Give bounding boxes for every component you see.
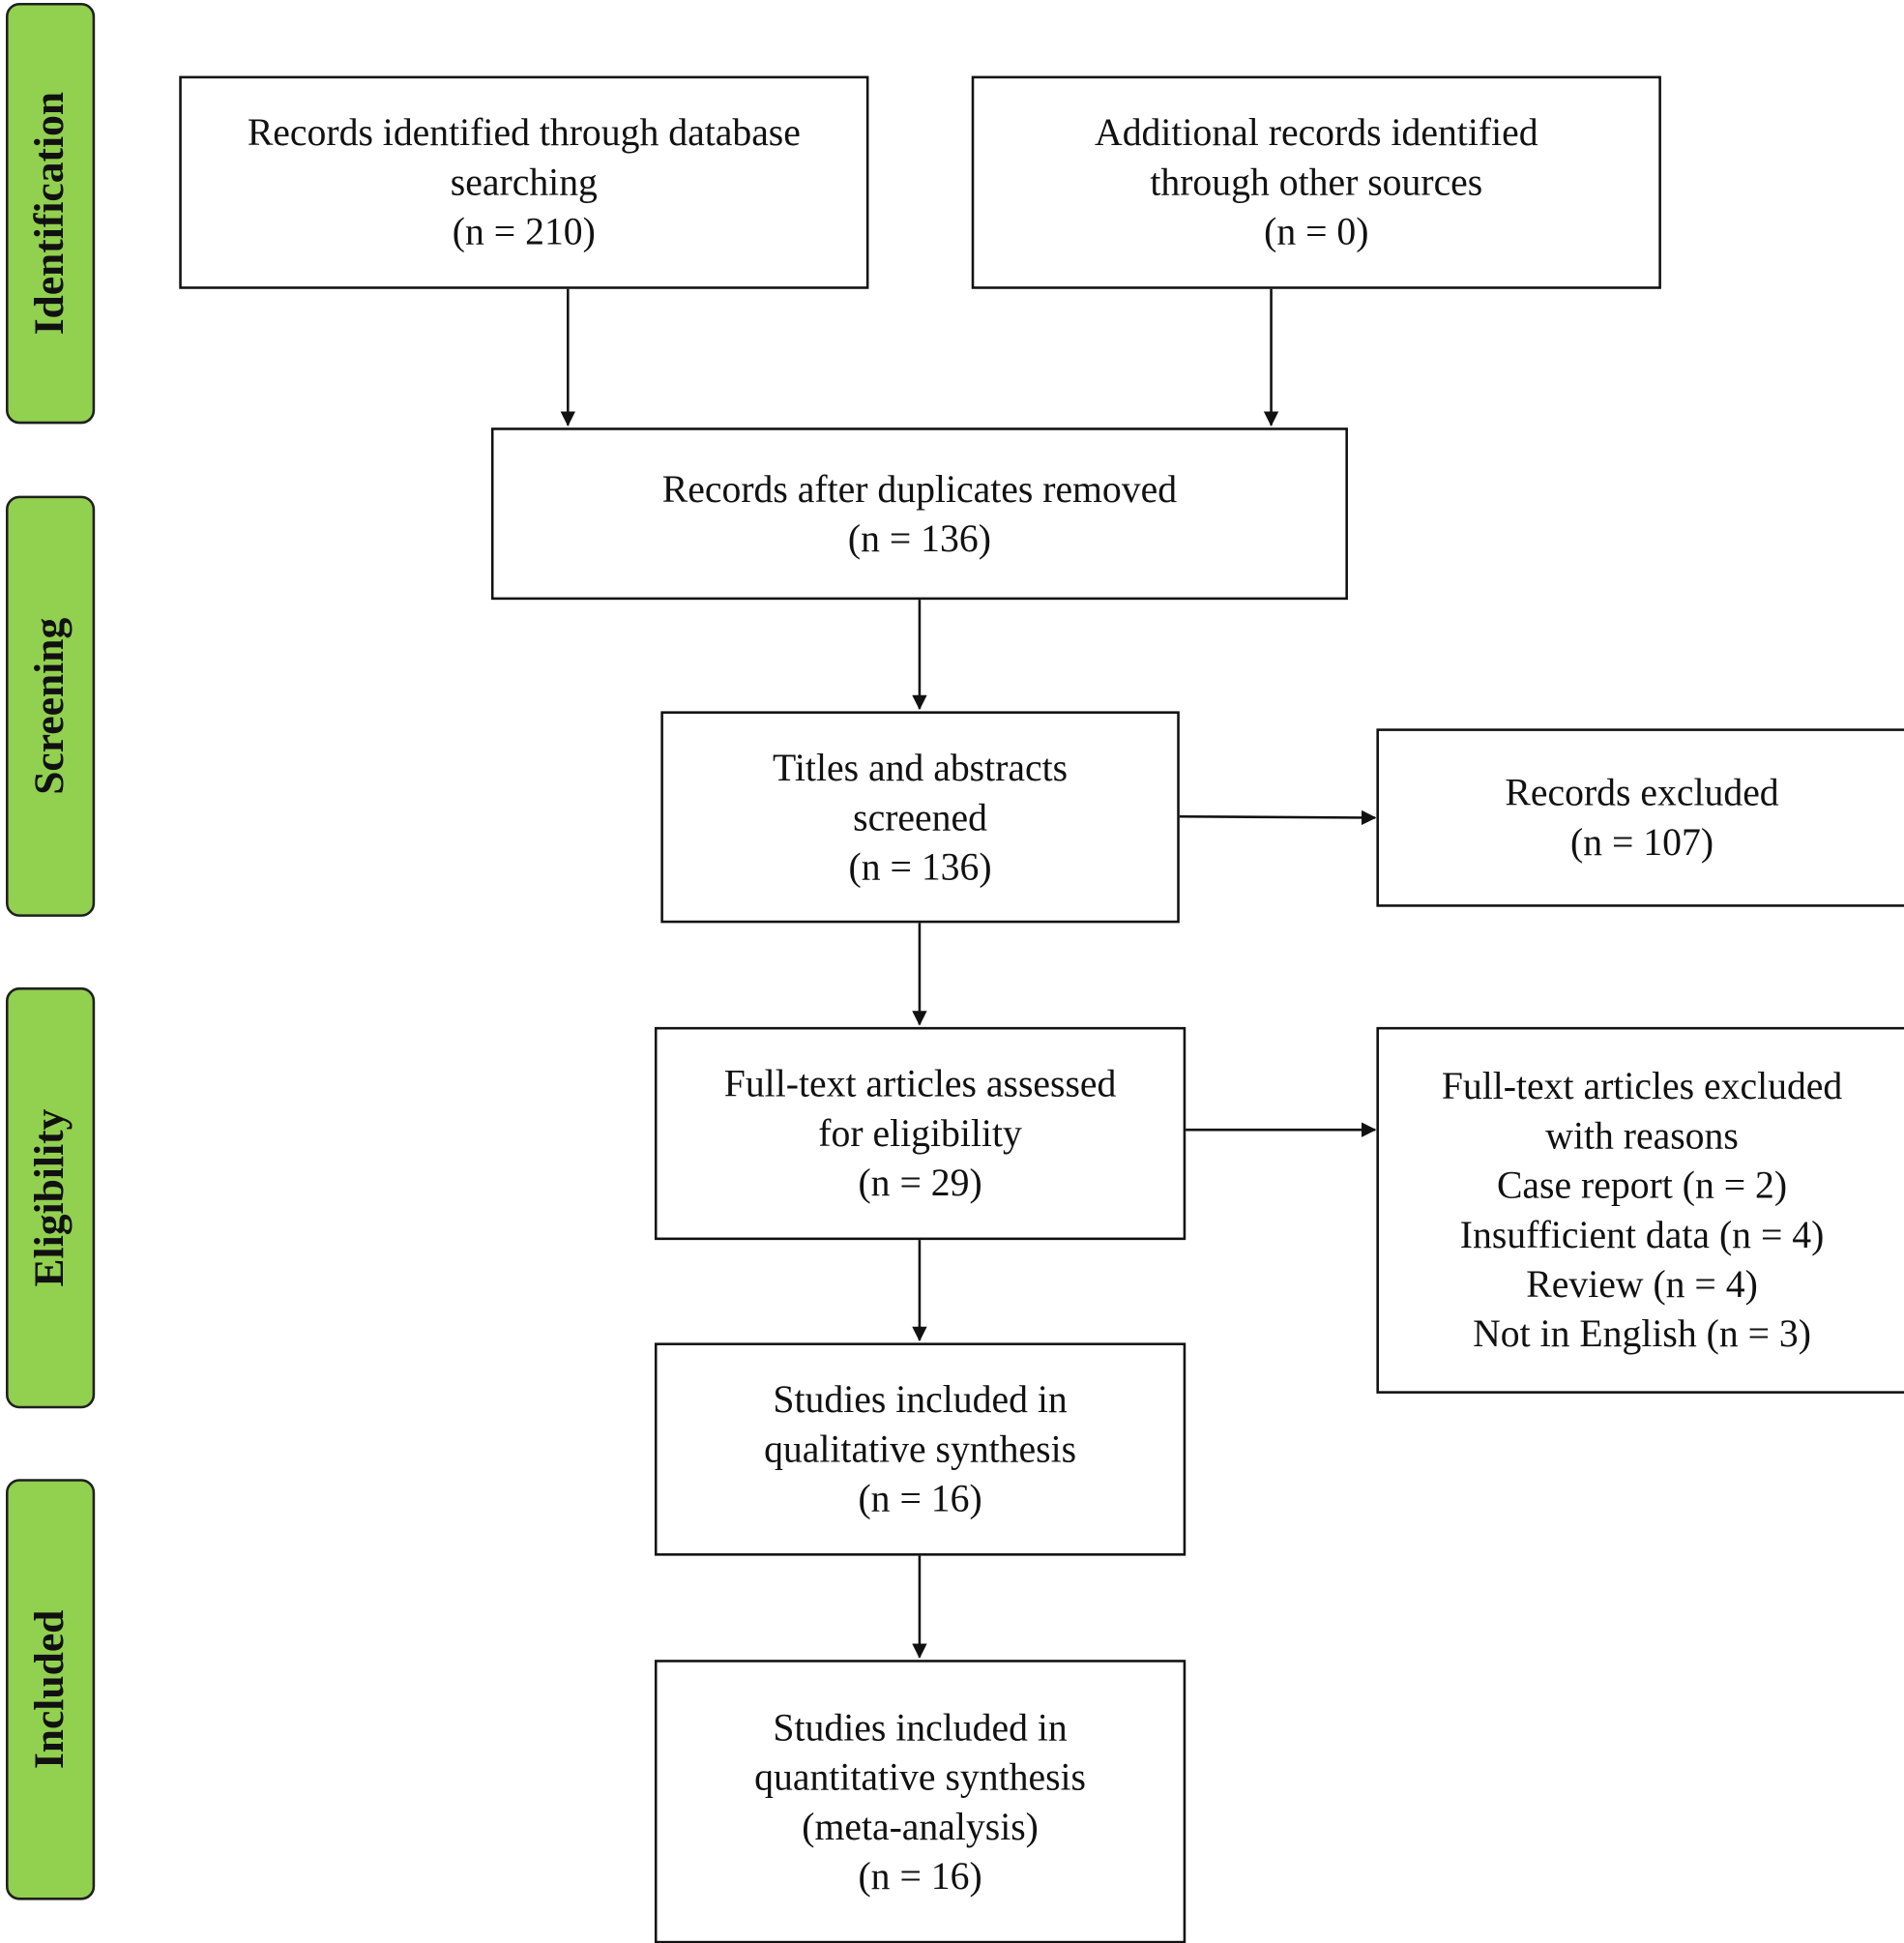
box-additional-records: Additional records identified through ot… xyxy=(971,75,1661,289)
box-line: qualitative synthesis xyxy=(764,1427,1077,1471)
box-records-excluded: Records excluded (n = 107) xyxy=(1376,728,1904,907)
box-line: Not in English (n = 3) xyxy=(1473,1311,1811,1356)
box-quantitative-synthesis: Studies included in quantitative synthes… xyxy=(654,1660,1186,1943)
box-line: Case report (n = 2) xyxy=(1496,1163,1788,1207)
box-line: quantitative synthesis xyxy=(754,1754,1087,1798)
box-line: Records after duplicates removed xyxy=(661,466,1178,511)
box-line: (n = 107) xyxy=(1570,820,1714,864)
box-database-records: Records identified through database sear… xyxy=(179,75,869,289)
phase-screening: Screening xyxy=(6,495,96,917)
box-line: (n = 29) xyxy=(858,1161,982,1204)
box-line: Records identified through database xyxy=(247,110,801,155)
box-line: (n = 136) xyxy=(847,515,991,560)
box-full-text-excluded: Full-text articles excluded with reasons… xyxy=(1376,1026,1904,1394)
box-titles-abstracts-screened: Titles and abstracts screened (n = 136) xyxy=(660,711,1180,924)
box-line: Studies included in xyxy=(773,1377,1068,1422)
arrow-screened-to-excluded xyxy=(1178,810,1377,826)
box-line: (n = 16) xyxy=(858,1853,982,1898)
box-line: through other sources xyxy=(1150,160,1483,204)
box-line: Additional records identified xyxy=(1095,110,1538,155)
box-line: (n = 136) xyxy=(848,844,992,888)
phase-included: Included xyxy=(6,1479,96,1900)
box-line: Full-text articles assessed xyxy=(723,1061,1117,1105)
box-line: Records excluded xyxy=(1505,770,1779,814)
box-line: Studies included in xyxy=(773,1704,1068,1749)
box-line: (n = 210) xyxy=(452,209,596,253)
box-full-text-assessed: Full-text articles assessed for eligibil… xyxy=(654,1026,1186,1241)
box-line: Titles and abstracts xyxy=(773,745,1069,789)
flow-arrows xyxy=(560,287,1377,1659)
box-qualitative-synthesis: Studies included in qualitative synthesi… xyxy=(654,1342,1186,1556)
box-duplicates-removed: Records after duplicates removed (n = 13… xyxy=(490,427,1348,601)
box-line: Insufficient data (n = 4) xyxy=(1459,1212,1825,1256)
phase-identification: Identification xyxy=(6,3,96,425)
box-line: for eligibility xyxy=(818,1110,1022,1155)
box-line: with reasons xyxy=(1545,1113,1739,1158)
box-line: (meta-analysis) xyxy=(802,1804,1039,1848)
box-line: (n = 0) xyxy=(1264,209,1369,253)
box-line: searching xyxy=(450,160,598,204)
box-line: Full-text articles excluded xyxy=(1441,1064,1843,1108)
box-line: Review (n = 4) xyxy=(1526,1262,1758,1306)
phase-eligibility: Eligibility xyxy=(6,986,96,1409)
box-line: (n = 16) xyxy=(858,1476,982,1520)
box-line: screened xyxy=(853,794,987,839)
prisma-flow-diagram: Identification Screening Eligibility Inc… xyxy=(6,3,1904,1943)
